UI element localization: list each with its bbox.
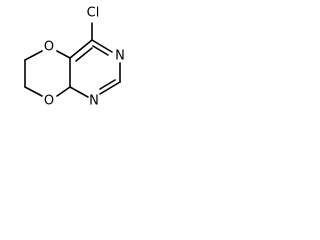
bond-c4a-c4 (69, 39, 93, 59)
oxygen-atom-label-top: O (44, 40, 54, 55)
nitrogen-atom-label-top: N (115, 49, 125, 64)
bond-ch2-o (24, 86, 43, 97)
chlorine-atom-label: Cl (87, 6, 100, 21)
bond-n1-c8a (69, 86, 89, 98)
bond-c2-n1 (99, 81, 121, 95)
bond-c4a-c4-inner (75, 47, 93, 62)
bond-c4a-o (56, 50, 71, 59)
bond-o-ch2 (24, 50, 43, 61)
bond-c4-n3-inner (92, 45, 109, 56)
oxygen-atom-label-bottom: O (44, 94, 54, 109)
bond-c2-n1-inner (99, 79, 116, 90)
nitrogen-atom-label-bottom: N (89, 94, 99, 109)
bond-o-c8a (56, 86, 71, 97)
chemical-structure: Cl N N O O (24, 6, 125, 109)
bond-c4-n3 (91, 39, 113, 53)
